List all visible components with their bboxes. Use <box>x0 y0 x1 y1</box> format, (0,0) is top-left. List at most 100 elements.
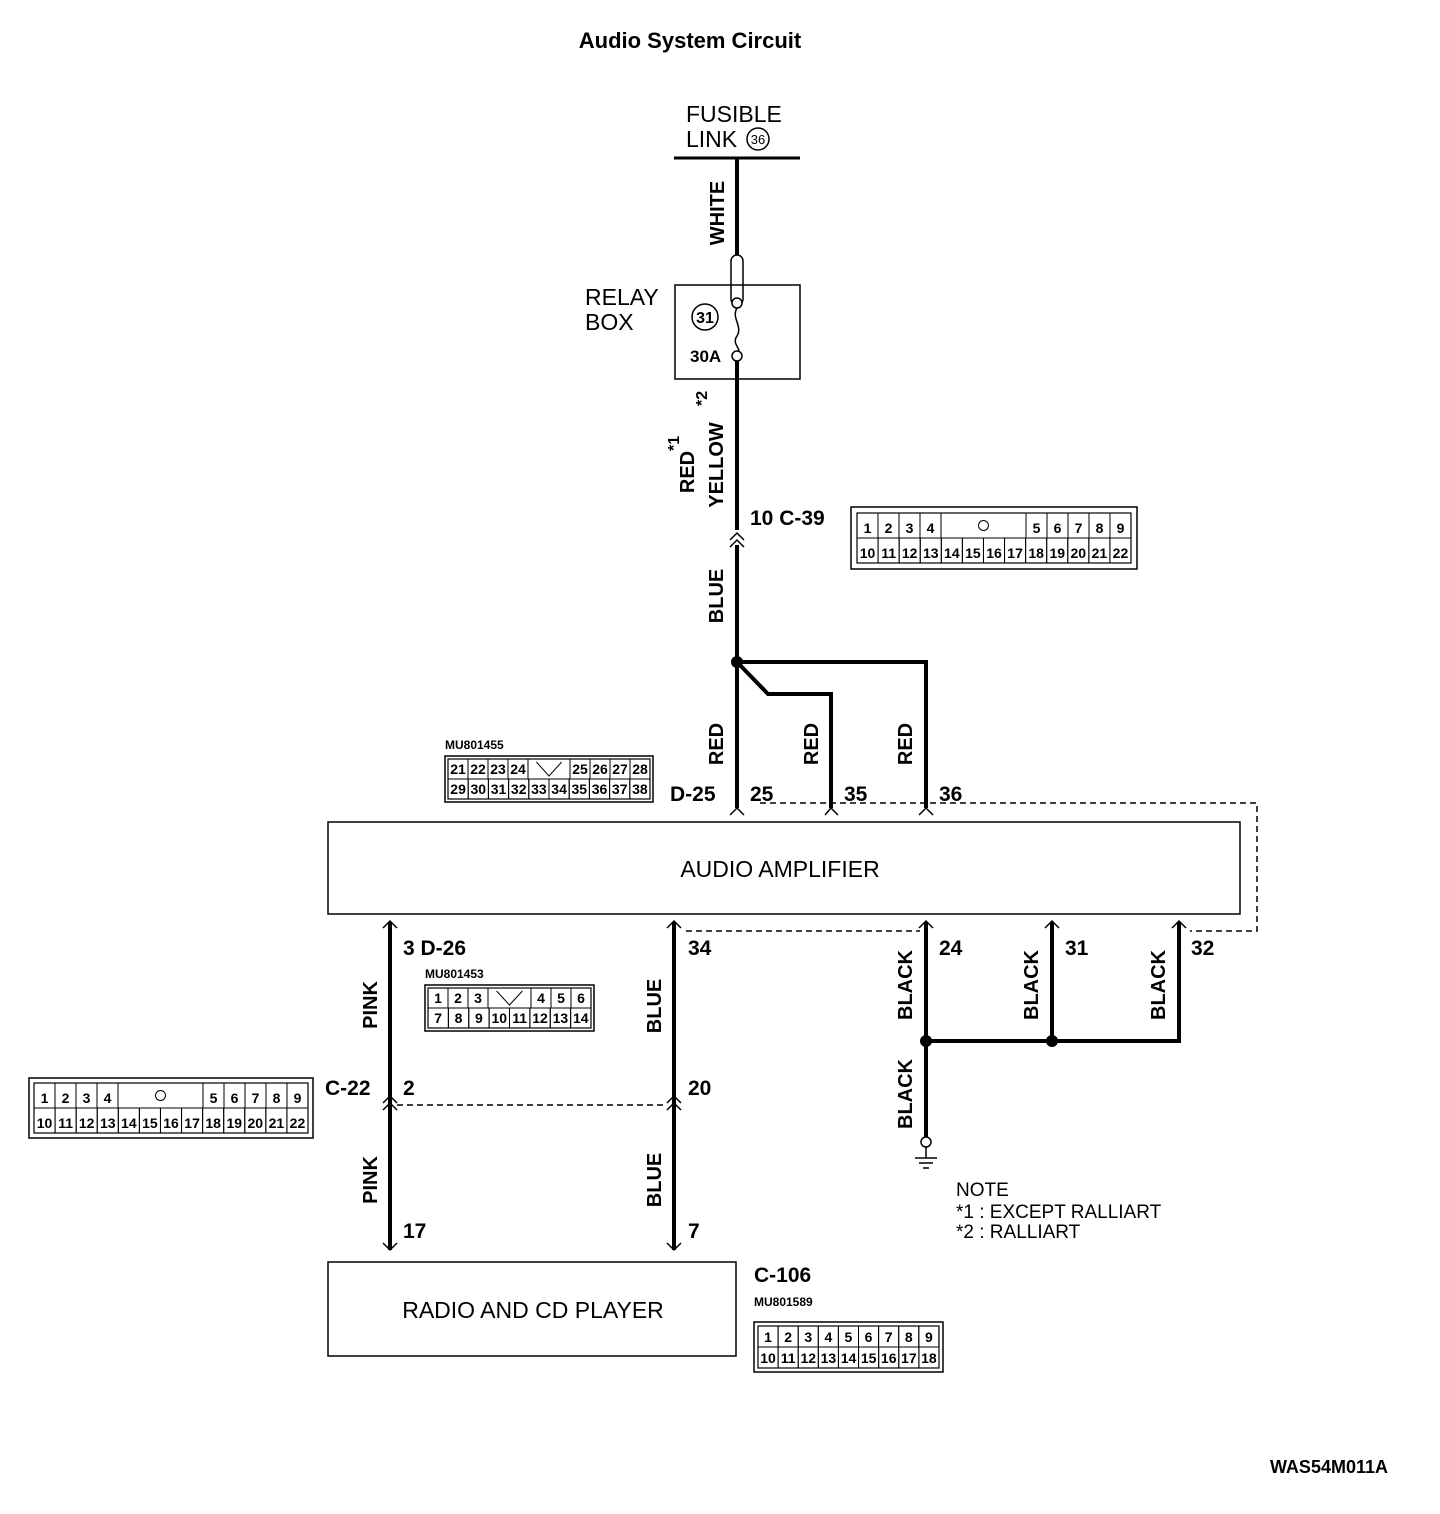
wire-label-black-24: BLACK <box>895 949 917 1020</box>
d26-pin-number: 7 <box>434 1010 442 1026</box>
relay-box-number-circle <box>691 303 719 331</box>
c106-pin-number: 18 <box>921 1350 937 1366</box>
c22-pin-number: 21 <box>269 1115 285 1131</box>
wire-label-red-35: RED <box>801 723 823 765</box>
c39-pin-number: 15 <box>965 545 981 561</box>
audio-amplifier-label: AUDIO AMPLIFIER <box>680 856 879 882</box>
c39-pin-number: 10 <box>860 545 876 561</box>
c39-pin-number: 13 <box>923 545 939 561</box>
connector-c106-marks <box>382 1242 682 1252</box>
key-notch-icon <box>496 990 523 1006</box>
fusible-link-number-circle <box>746 127 770 151</box>
part-number-d26: MU801453 <box>425 967 484 981</box>
c22-pin-number: 13 <box>100 1115 116 1131</box>
c106-pin-number: 7 <box>885 1329 893 1345</box>
wire-label-star2: *2 <box>694 391 711 406</box>
d25-pin-number: 29 <box>450 781 466 797</box>
connector-c22-label: C-22 <box>325 1077 371 1100</box>
junction-black-left <box>920 1035 932 1047</box>
c39-pin-number: 21 <box>1092 545 1108 561</box>
c22-pin-number: 5 <box>210 1090 218 1106</box>
d26-pin-number: 13 <box>553 1010 569 1026</box>
wire-label-pink-bottom: PINK <box>360 1156 382 1204</box>
d25-pin-number: 25 <box>572 761 588 777</box>
c106-pin-number: 9 <box>925 1329 933 1345</box>
connector-d25-marks <box>729 806 934 816</box>
fusible-link: FUSIBLE LINK 36 <box>674 101 800 160</box>
c22-pin-number: 15 <box>142 1115 158 1131</box>
pin-7: 7 <box>688 1220 700 1243</box>
pin-34: 34 <box>688 937 712 960</box>
c106-pin-number: 17 <box>901 1350 917 1366</box>
connector-c106-label: C-106 <box>754 1264 811 1287</box>
d25-pin-number: 27 <box>612 761 628 777</box>
c106-pin-number: 15 <box>861 1350 877 1366</box>
d26-pin-number: 1 <box>434 990 442 1006</box>
c106-pin-number: 14 <box>841 1350 857 1366</box>
c106-pin-number: 6 <box>865 1329 873 1345</box>
wire-black-32 <box>926 922 1181 1043</box>
note-line-1: *1 : EXCEPT RALLIART <box>956 1202 1162 1223</box>
note-line-2: *2 : RALLIART <box>956 1222 1081 1243</box>
c22-pin-number: 7 <box>252 1090 260 1106</box>
c39-pin-number: 9 <box>1117 520 1125 536</box>
c22-pin-number: 8 <box>273 1090 281 1106</box>
ground-pin-marks <box>918 919 1187 929</box>
d26-pin-number: 9 <box>475 1010 483 1026</box>
d25-pin-number: 33 <box>531 781 547 797</box>
radio-cd-player-box <box>327 1261 737 1357</box>
wire-red-35 <box>735 660 833 808</box>
audio-amplifier-box <box>327 821 1241 915</box>
d25-cell <box>629 778 651 800</box>
c106-pin-number: 11 <box>781 1350 796 1366</box>
c39-pin-number: 14 <box>944 545 960 561</box>
c39-pin-number: 20 <box>1071 545 1087 561</box>
c39-pin-number: 11 <box>881 545 896 561</box>
relay-box: RELAY BOX 31 30A <box>585 254 801 380</box>
pin-24: 24 <box>939 937 963 960</box>
d26-pin-number: 6 <box>577 990 585 1006</box>
c106-pin-number: 5 <box>845 1329 853 1345</box>
c22-pin-number: 3 <box>83 1090 91 1106</box>
fuse-terminal-bottom <box>731 350 743 362</box>
c106-pin-number: 4 <box>824 1329 832 1345</box>
c22-pin-number: 17 <box>184 1115 200 1131</box>
connector-c39-mark <box>729 531 745 548</box>
d25-pin-number: 38 <box>632 781 648 797</box>
c106-pin-number: 16 <box>881 1350 897 1366</box>
c39-pin-number: 6 <box>1054 520 1062 536</box>
c22-pin-number: 1 <box>41 1090 49 1106</box>
d26-pin-number: 4 <box>537 990 545 1006</box>
connector-d26-label: 3 D-26 <box>403 937 466 960</box>
c39-pin-number: 17 <box>1007 545 1023 561</box>
note-heading: NOTE <box>956 1180 1009 1201</box>
d26-pin-number: 8 <box>455 1010 463 1026</box>
amplifier-dashed-outline <box>760 802 1258 932</box>
c39-pin-number: 4 <box>927 520 935 536</box>
page-title: Audio System Circuit <box>579 28 802 53</box>
fusible-link-label-1: FUSIBLE <box>686 101 782 127</box>
wire-label-blue-main: BLUE <box>706 569 728 623</box>
ground-icon <box>915 1136 937 1169</box>
wire-label-black-31: BLACK <box>1021 949 1043 1020</box>
pin-32: 32 <box>1191 937 1214 960</box>
d26-pin-number: 14 <box>573 1010 589 1026</box>
note-block: NOTE *1 : EXCEPT RALLIART *2 : RALLIART <box>956 1180 1162 1243</box>
d26-cell <box>570 1007 592 1029</box>
c22-pin-number: 10 <box>37 1115 53 1131</box>
c39-pin-number: 16 <box>986 545 1002 561</box>
c39-pin-number: 19 <box>1049 545 1065 561</box>
d25-pin-number: 28 <box>632 761 648 777</box>
part-number-c106: MU801589 <box>754 1295 813 1309</box>
pin-34-mark <box>666 919 682 929</box>
wire-label-blue-bottom: BLUE <box>644 1153 666 1207</box>
c22-pin-number: 12 <box>79 1115 95 1131</box>
pin-2: 2 <box>403 1077 415 1100</box>
d25-pin-number: 26 <box>592 761 608 777</box>
wire-label-black-32: BLACK <box>1148 949 1170 1020</box>
c22-pin-number: 6 <box>231 1090 239 1106</box>
c39-pin-number: 18 <box>1028 545 1044 561</box>
